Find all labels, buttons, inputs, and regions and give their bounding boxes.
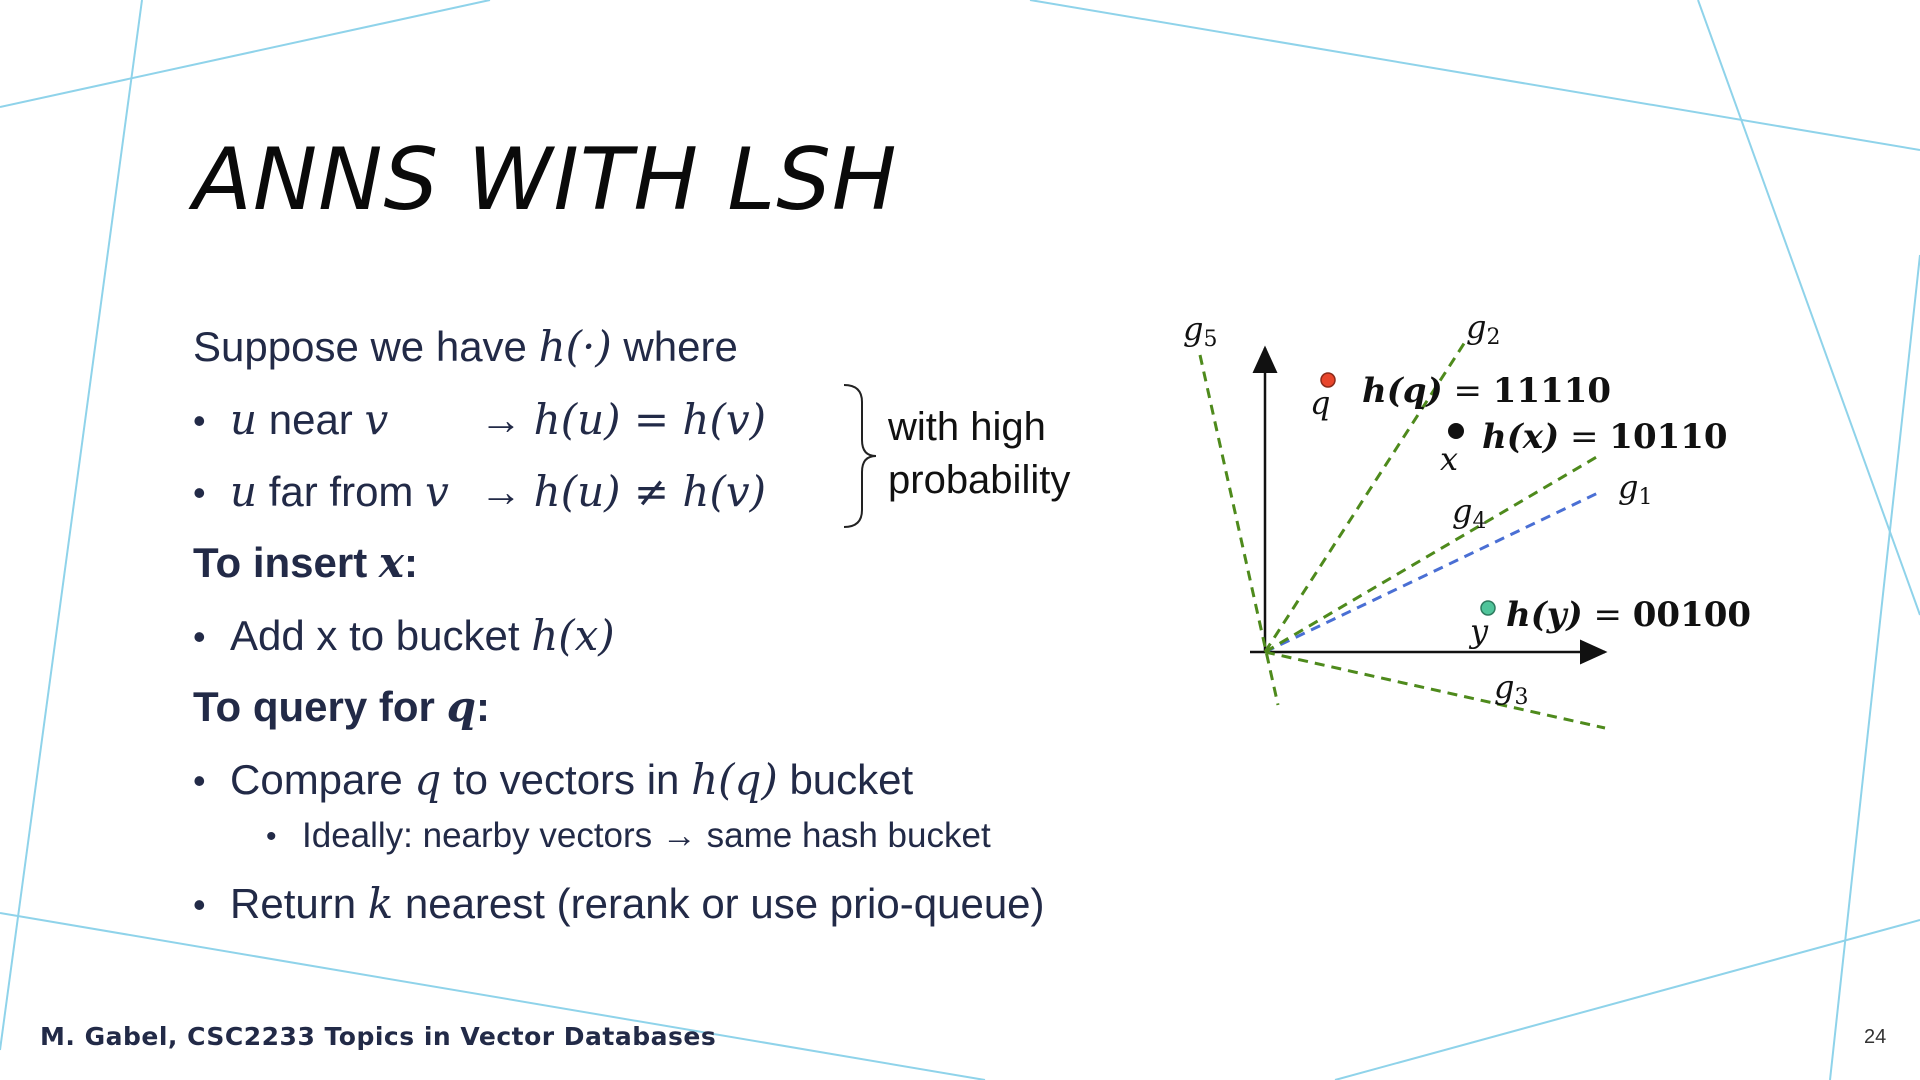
- frame-line: [0, 912, 986, 1080]
- point-q: [1320, 372, 1336, 388]
- insert-heading-text: To insert: [193, 539, 379, 586]
- rule-far-expr: h(u) ≠ h(v): [533, 467, 766, 516]
- hash-q: h(q) = 11110: [1362, 371, 1611, 411]
- rule-far-v: v: [425, 467, 449, 516]
- rule-near-word: near: [257, 396, 365, 443]
- frame-line: [1029, 0, 1920, 151]
- hyperplane-g2: [1263, 341, 1467, 653]
- query-step-expr: h(q): [691, 755, 778, 804]
- sub-bullet: •: [266, 820, 277, 853]
- query-heading-colon: :: [475, 683, 490, 730]
- frame-line: [0, 0, 143, 1051]
- y-label: y: [1468, 612, 1489, 650]
- insert-heading-var: x: [378, 538, 404, 587]
- bullet: •: [193, 472, 206, 513]
- slide-title: ANNS WITH LSH: [193, 130, 898, 230]
- query-heading: To query for q:: [193, 682, 490, 731]
- page-number: 24: [1864, 1026, 1887, 1048]
- return-step-pre: Return: [230, 880, 368, 927]
- frame-line: [0, 0, 491, 108]
- query-heading-text: To query for: [193, 683, 447, 730]
- query-heading-var: q: [446, 682, 476, 731]
- g3-label: g3: [1494, 668, 1528, 710]
- g1-label: g1: [1618, 468, 1652, 510]
- insert-step-text: Add x to bucket: [230, 612, 532, 659]
- rule-far: u far from v: [230, 467, 449, 516]
- hyperplane-g4: [1264, 453, 1601, 654]
- return-step-k: k: [367, 879, 394, 928]
- return-step: Return k nearest (rerank or use prio-que…: [230, 879, 1045, 928]
- q-label: q: [1310, 384, 1330, 422]
- query-sub-step: Ideally: nearby vectors → same hash buck…: [302, 816, 991, 856]
- rule-near: u near v: [230, 395, 388, 444]
- brace-note-line1: with high: [888, 405, 1046, 449]
- g5-label: g5: [1183, 310, 1217, 352]
- insert-heading-colon: :: [403, 539, 418, 586]
- insert-step-expr: h(x): [531, 611, 615, 660]
- bullet: •: [193, 616, 206, 657]
- query-step-pre: Compare: [230, 756, 415, 803]
- brace-note-line2: probability: [888, 458, 1071, 502]
- point-x: [1448, 423, 1464, 439]
- rule-far-word: far from: [257, 468, 426, 515]
- rule-near-expr: h(u) = h(v): [533, 395, 766, 444]
- insert-heading: To insert x:: [193, 538, 418, 587]
- footer-credit: M. Gabel, CSC2233 Topics in Vector Datab…: [40, 1022, 717, 1051]
- rule-far-implication: → h(u) ≠ h(v): [480, 467, 766, 516]
- arrow-icon: →: [480, 468, 522, 515]
- point-y: [1480, 600, 1496, 616]
- query-sub-post: same hash bucket: [696, 816, 991, 855]
- return-step-post: nearest (rerank or use prio-queue): [393, 880, 1045, 927]
- query-step-q: q: [414, 755, 442, 804]
- bullet: •: [193, 400, 206, 441]
- intro-prefix: Suppose we have: [193, 323, 539, 370]
- right-brace-icon: [843, 384, 877, 528]
- intro-line: Suppose we have h(·) where: [193, 322, 738, 371]
- hyperplane-g5: [1198, 354, 1280, 706]
- bullet: •: [193, 760, 206, 801]
- rule-near-implication: → h(u) = h(v): [480, 395, 766, 444]
- g2-label: g2: [1466, 308, 1500, 350]
- rule-far-u: u: [230, 467, 258, 516]
- hyperplane-g1: [1264, 490, 1601, 654]
- bullet: •: [193, 884, 206, 925]
- frame-line: [1829, 254, 1920, 1080]
- hash-y: h(y) = 00100: [1506, 595, 1751, 635]
- arrow-icon: →: [480, 396, 522, 443]
- intro-fn: h(·): [538, 322, 612, 371]
- query-sub-pre: Ideally: nearby vectors: [302, 816, 662, 855]
- rule-near-u: u: [230, 395, 258, 444]
- intro-suffix: where: [611, 323, 738, 370]
- query-step-post: bucket: [777, 756, 914, 803]
- query-step: Compare q to vectors in h(q) bucket: [230, 755, 913, 804]
- insert-step: Add x to bucket h(x): [230, 611, 615, 660]
- g4-label: g4: [1452, 492, 1486, 534]
- rule-near-v: v: [364, 395, 389, 444]
- hyperplane-g3: [1264, 650, 1606, 730]
- frame-line: [1697, 0, 1920, 616]
- arrow-icon: →: [661, 816, 697, 855]
- x-label: x: [1440, 440, 1458, 478]
- hash-x: h(x) = 10110: [1482, 417, 1728, 457]
- frame-line: [1334, 919, 1920, 1080]
- query-step-mid: to vectors in: [441, 756, 692, 803]
